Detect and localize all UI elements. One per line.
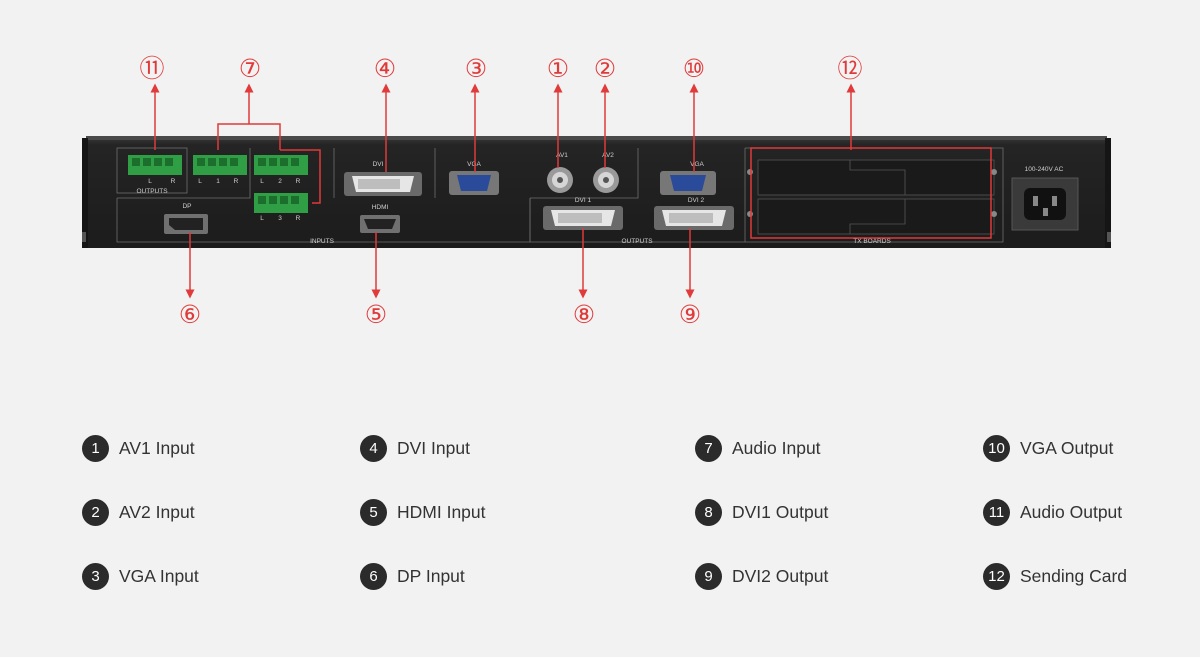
legend-item-sending-card: 12 Sending Card — [983, 560, 1127, 592]
dvi2-output-port — [654, 206, 734, 230]
legend-item-vga-output: 10 VGA Output — [983, 432, 1113, 464]
legend-label: Audio Output — [1020, 501, 1123, 522]
legend-badge: 6 — [360, 562, 387, 590]
label-hdmi: HDMI — [372, 204, 389, 211]
callout-9: ⑨ — [679, 300, 701, 329]
panel-text: L R OUTPUTS L 1 R L 2 R L 3 R DVI VGA AV… — [136, 152, 1063, 245]
label-1: 1 — [216, 178, 220, 185]
power-socket — [1011, 177, 1079, 231]
legend-item-audio-input: 7 Audio Input — [695, 432, 821, 464]
dp-input-port — [164, 214, 208, 234]
legend-item-dvi2-output: 9 DVI2 Output — [695, 560, 828, 592]
legend-label: VGA Input — [119, 565, 199, 586]
label-dvi1: DVI 1 — [575, 197, 592, 204]
av2-bnc-port — [593, 167, 619, 193]
label-r: R — [296, 215, 301, 222]
label-l: L — [260, 215, 264, 222]
audio-output-terminal — [128, 155, 182, 175]
legend-badge: 11 — [983, 498, 1010, 526]
vga-output-port — [660, 171, 716, 195]
legend-item-dvi-input: 4 DVI Input — [360, 432, 470, 464]
legend-badge: 2 — [82, 498, 109, 526]
legend-label: Audio Input — [732, 437, 821, 458]
sending-card-slots — [747, 159, 997, 235]
callout-8: ⑧ — [573, 300, 595, 329]
legend-item-av2-input: 2 AV2 Input — [82, 496, 195, 528]
label-dvi: DVI — [373, 161, 384, 168]
legend-badge: 1 — [82, 434, 109, 462]
legend-badge: 7 — [695, 434, 722, 462]
dvi1-output-port — [543, 206, 623, 230]
callout-3: ③ — [465, 54, 487, 83]
dvi-input-port — [344, 172, 422, 196]
callout-numbers: ⑪ ⑦ ④ ③ ① ② ⑩ ⑫ ⑥ ⑤ ⑧ ⑨ — [139, 54, 862, 329]
callout-6: ⑥ — [179, 300, 201, 329]
callout-7: ⑦ — [239, 54, 261, 83]
label-vga-out: VGA — [690, 161, 704, 168]
label-r: R — [234, 178, 239, 185]
callout-11: ⑪ — [139, 54, 164, 83]
legend-item-audio-output: 11 Audio Output — [983, 496, 1122, 528]
legend-item-hdmi-input: 5 HDMI Input — [360, 496, 486, 528]
hdmi-input-port — [360, 215, 400, 233]
label-3: 3 — [278, 215, 282, 222]
audio-input-terminal-2 — [254, 155, 308, 175]
label-power: 100-240V AC — [1025, 166, 1064, 173]
label-2: 2 — [278, 178, 282, 185]
legend-badge: 10 — [983, 434, 1010, 462]
callout-lines — [150, 83, 992, 299]
audio-input-terminal-1 — [193, 155, 247, 175]
label-dp: DP — [182, 203, 191, 210]
callout-4: ④ — [374, 54, 396, 83]
legend-item-dvi1-output: 8 DVI1 Output — [695, 496, 828, 528]
label-av1: AV1 — [556, 152, 568, 159]
legend-badge: 4 — [360, 434, 387, 462]
legend-label: DVI2 Output — [732, 565, 829, 586]
legend-item-dp-input: 6 DP Input — [360, 560, 465, 592]
callout-1: ① — [547, 54, 569, 83]
legend-label: AV2 Input — [119, 501, 195, 522]
legend-label: DP Input — [397, 565, 465, 586]
vga-input-port — [449, 171, 499, 195]
label-outputs: OUTPUTS — [621, 238, 653, 245]
callout-2: ② — [594, 54, 616, 83]
legend-item-vga-input: 3 VGA Input — [82, 560, 199, 592]
legend-badge: 3 — [82, 562, 109, 590]
label-outputs-audio: OUTPUTS — [136, 188, 168, 195]
label-dvi2: DVI 2 — [688, 197, 705, 204]
legend-badge: 12 — [983, 562, 1010, 590]
legend-label: DVI1 Output — [732, 501, 829, 522]
audio-input-terminal-3 — [254, 193, 308, 213]
label-r: R — [296, 178, 301, 185]
legend-label: DVI Input — [397, 437, 470, 458]
legend-label: VGA Output — [1020, 437, 1114, 458]
label-av2: AV2 — [602, 152, 614, 159]
legend-item-av1-input: 1 AV1 Input — [82, 432, 195, 464]
callout-10: ⑩ — [683, 54, 705, 83]
legend-label: HDMI Input — [397, 501, 486, 522]
legend-label: AV1 Input — [119, 437, 195, 458]
label-tx-boards: TX BOARDS — [853, 238, 891, 245]
av1-bnc-port — [547, 167, 573, 193]
label-l: L — [148, 178, 152, 185]
callout-5: ⑤ — [365, 300, 387, 329]
label-inputs: INPUTS — [310, 238, 335, 245]
legend-badge: 9 — [695, 562, 722, 590]
label-l: L — [198, 178, 202, 185]
legend-badge: 5 — [360, 498, 387, 526]
callout-12: ⑫ — [837, 54, 862, 83]
legend-label: Sending Card — [1020, 565, 1128, 586]
legend-badge: 8 — [695, 498, 722, 526]
label-r: R — [171, 178, 176, 185]
label-l: L — [260, 178, 264, 185]
